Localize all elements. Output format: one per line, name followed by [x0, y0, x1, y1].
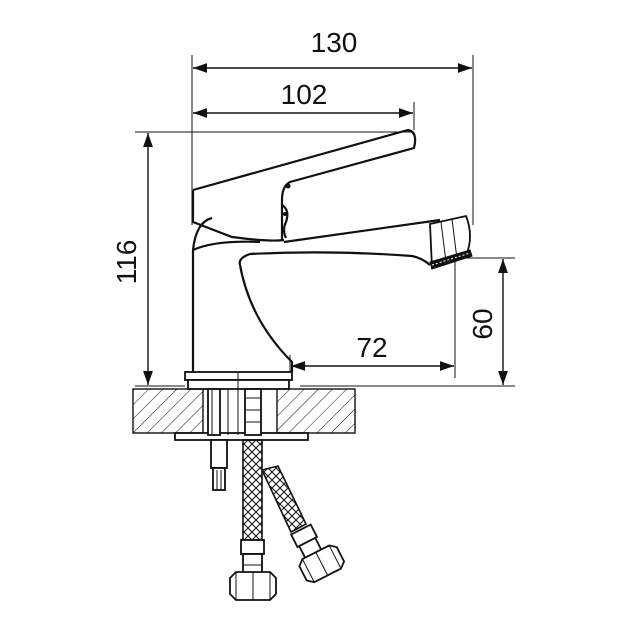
dimension-lever-length: 102 [193, 79, 415, 130]
spout-aerator [429, 214, 473, 270]
dimension-spout-height: 60 [300, 257, 515, 387]
faucet-body [191, 216, 441, 372]
dimension-overall-width: 130 [191, 27, 474, 225]
flexible-hose-straight [229, 439, 277, 601]
lever-handle [191, 128, 417, 242]
dimension-label-116: 116 [111, 240, 142, 285]
countertop-section [132, 388, 356, 434]
dimension-overall-height: 116 [111, 131, 414, 387]
dimension-label-72: 72 [356, 332, 387, 363]
inlet-tail [244, 388, 262, 436]
flexible-hose-angled [260, 465, 346, 584]
dimension-label-102: 102 [281, 79, 328, 110]
dimension-label-60: 60 [467, 308, 498, 339]
mounting-stud [207, 372, 239, 491]
dimension-label-130: 130 [311, 27, 358, 58]
dimension-spout-reach: 72 [289, 262, 456, 378]
